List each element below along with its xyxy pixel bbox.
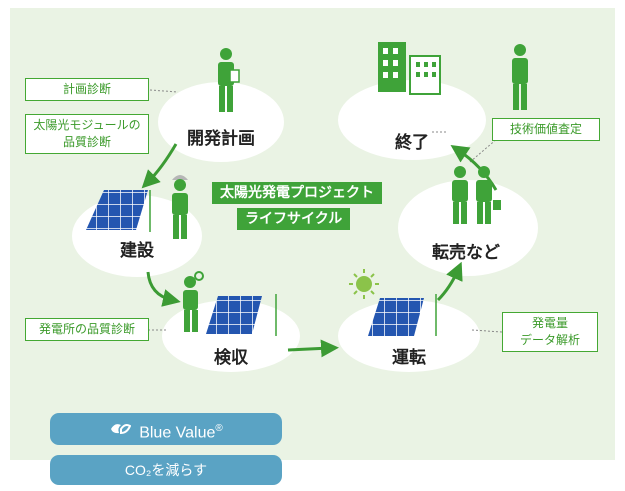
leaf-swirl-icon	[109, 417, 132, 449]
arrow-planning-to-construction	[141, 143, 178, 189]
construction-worker-icon	[172, 175, 188, 239]
brand-name: Blue Value	[139, 424, 216, 442]
service-module-quality-line2: 品質診断	[62, 135, 111, 149]
stage-end-label: 終了	[395, 133, 429, 153]
arrow-construction-to-inspection	[146, 271, 181, 307]
service-plant-quality: 発電所の品質診断	[25, 318, 149, 341]
lifecycle-title-line2: ライフサイクル	[237, 208, 351, 230]
service-module-quality: 太陽光モジュールの 品質診断	[25, 114, 149, 154]
service-technical-valuation: 技術価値査定	[492, 118, 600, 141]
planner-person-icon	[218, 48, 240, 112]
building-icon	[378, 42, 441, 95]
service-plan-diagnosis: 計画診断	[25, 78, 149, 101]
service-generation-analysis: 発電量 データ解析	[502, 312, 598, 352]
co2-reduction-badge: CO₂を減らす	[50, 455, 282, 485]
connector-generation-analysis	[471, 329, 503, 333]
sun-icon	[349, 269, 379, 299]
stage-resale-label: 転売など	[432, 243, 500, 263]
handshake-people-icon	[452, 166, 501, 224]
lifecycle-title-line1: 太陽光発電プロジェクト	[212, 182, 382, 204]
inspection-solar-panel-icon	[206, 294, 277, 336]
inspector-person-icon	[183, 271, 204, 332]
stage-construction-label: 建設	[120, 241, 154, 261]
brand-registered-mark: ®	[215, 423, 223, 434]
service-module-quality-line1: 太陽光モジュールの	[33, 118, 141, 132]
valuation-person-icon	[512, 44, 528, 110]
blue-value-badge: Blue Value®	[50, 413, 282, 445]
arrow-inspection-to-operation	[287, 339, 339, 358]
connector-technical-valuation	[469, 137, 499, 163]
stage-operation-label: 運転	[392, 348, 426, 368]
construction-solar-panel-icon	[86, 190, 151, 232]
service-generation-analysis-line2: データ解析	[519, 333, 580, 347]
service-generation-analysis-line1: 発電量	[531, 316, 568, 330]
operation-solar-panel-icon	[368, 294, 437, 336]
arrow-resale-to-end	[450, 145, 498, 191]
arrow-operation-to-resale	[436, 261, 463, 302]
stage-planning-label: 開発計画	[187, 129, 255, 149]
connector-plan-diagnosis	[149, 89, 179, 93]
stage-inspection-label: 検収	[214, 348, 248, 368]
